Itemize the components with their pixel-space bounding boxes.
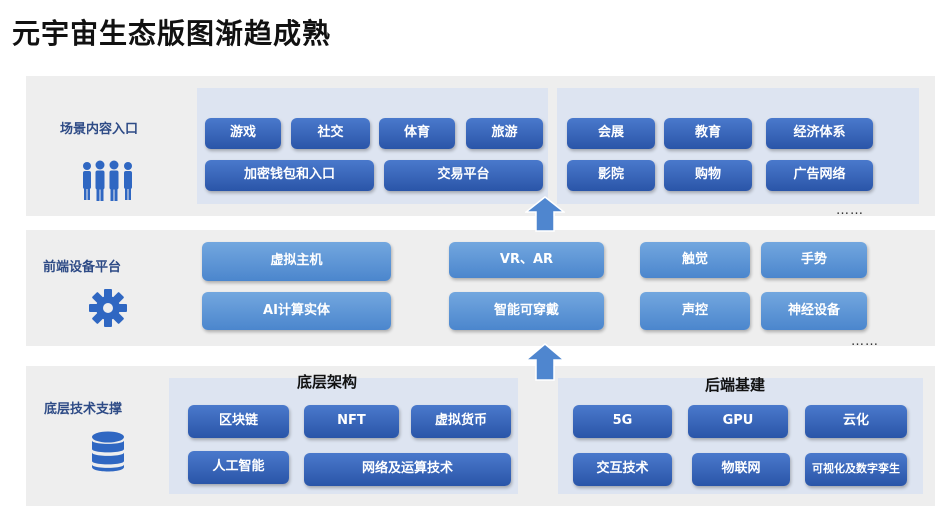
device-item-voice: 声控 [640,292,750,330]
tech-right-title: 后端基建 [705,376,766,394]
scene-item-ads: 广告网络 [766,160,873,191]
database-icon [92,431,124,472]
scene-item-game: 游戏 [205,118,281,149]
scene-item-social: 社交 [291,118,370,149]
scene-ellipsis: …… [836,203,864,218]
tech-item-currency: 虚拟货币 [411,405,511,438]
device-item-ai-entity: AI计算实体 [202,292,391,330]
scene-item-sports: 体育 [379,118,455,149]
scene-item-travel: 旅游 [466,118,543,149]
gear-icon [89,289,127,327]
tech-layer-label: 底层技术支撑 [44,402,123,417]
device-item-neural: 神经设备 [761,292,867,330]
tech-item-ai: 人工智能 [188,451,289,484]
device-item-vr-ar: VR、AR [449,242,604,278]
tech-left-title: 底层架构 [297,373,358,391]
tech-item-nft: NFT [304,405,399,438]
scene-item-exhibition: 会展 [567,118,655,149]
scene-item-wallet: 加密钱包和入口 [205,160,374,191]
page-title: 元宇宙生态版图渐趋成熟 [12,17,332,50]
device-item-gesture: 手势 [761,242,867,278]
tech-item-interaction: 交互技术 [573,453,672,486]
device-item-haptics: 触觉 [640,242,750,278]
arrow-up-icon [525,196,565,232]
tech-item-blockchain: 区块链 [188,405,289,438]
tech-item-digital-twin: 可视化及数字孪生 [805,453,907,486]
device-layer-label: 前端设备平台 [43,260,122,275]
tech-item-gpu: GPU [688,405,788,438]
scene-item-cinema: 影院 [567,160,655,191]
scene-item-economy: 经济体系 [766,118,873,149]
scene-layer-label: 场景内容入口 [60,122,139,137]
scene-item-trading: 交易平台 [384,160,543,191]
device-item-wearable: 智能可穿戴 [449,292,604,330]
arrow-up-icon [525,343,565,381]
tech-item-cloud: 云化 [805,405,907,438]
scene-item-education: 教育 [664,118,752,149]
scene-item-shopping: 购物 [664,160,752,191]
device-item-console: 虚拟主机 [202,242,391,281]
tech-item-iot: 物联网 [692,453,790,486]
tech-item-5g: 5G [573,405,672,438]
tech-item-network: 网络及运算技术 [304,453,511,486]
device-ellipsis: …… [851,334,879,349]
people-icon [83,160,132,201]
